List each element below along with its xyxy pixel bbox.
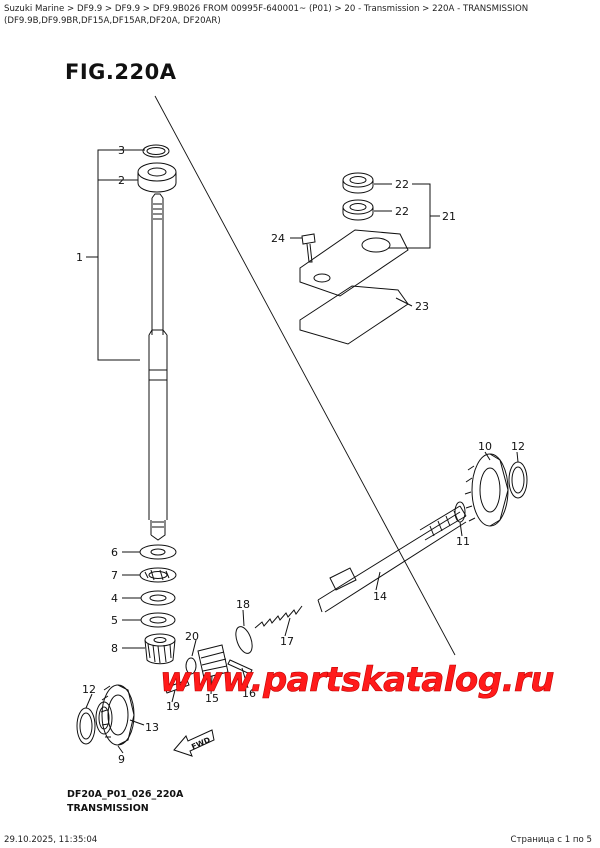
part-3-ring	[142, 144, 170, 158]
part-21-seal-housing	[299, 229, 409, 297]
callout-20: 20	[185, 630, 199, 643]
part-8-pinion-gear	[144, 633, 176, 665]
callout-1: 1	[76, 251, 83, 264]
callout-19: 19	[166, 700, 180, 713]
fwd-label: FWD	[190, 735, 212, 751]
callout-21: 21	[442, 210, 456, 223]
callout-22-lower: 22	[395, 205, 409, 218]
footer-page-indicator: Страница с 1 по 5	[510, 835, 592, 845]
callout-3: 3	[118, 144, 125, 157]
callout-6: 6	[111, 546, 118, 559]
part-19-pin	[164, 679, 190, 694]
callout-18: 18	[236, 598, 250, 611]
part-13-bearing	[95, 701, 113, 735]
part-1-drive-shaft	[148, 193, 168, 541]
footer-timestamp: 29.10.2025, 11:35:04	[4, 835, 98, 845]
separator-line	[154, 95, 456, 656]
callout-23: 23	[415, 300, 429, 313]
part-20-ring	[185, 657, 197, 675]
callout-8: 8	[111, 642, 118, 655]
callout-12-right: 12	[511, 440, 525, 453]
callout-17: 17	[280, 635, 294, 648]
callout-7: 7	[111, 569, 118, 582]
figure-title: FIG.220A	[65, 60, 177, 84]
part-16-pin	[227, 659, 253, 675]
part-23-gasket	[299, 285, 409, 345]
watermark: www.partskatalog.ru	[160, 660, 555, 701]
callout-12-left: 12	[82, 683, 96, 696]
fwd-arrow-icon: FWD	[173, 729, 215, 757]
diagram-caption: TRANSMISSION	[67, 803, 149, 814]
diagram-code: DF20A_P01_026_220A	[67, 789, 184, 800]
part-22-oil-seal-upper	[342, 172, 374, 194]
callout-10: 10	[478, 440, 492, 453]
part-14-propeller-shaft	[317, 505, 467, 613]
callout-2: 2	[118, 174, 125, 187]
callout-24: 24	[271, 232, 285, 245]
part-10-reverse-gear	[464, 453, 509, 527]
part-4-washer	[140, 590, 176, 606]
breadcrumb: Suzuki Marine > DF9.9 > DF9.9 > DF9.9B02…	[4, 4, 529, 26]
callout-5: 5	[111, 614, 118, 627]
callout-14: 14	[373, 590, 387, 603]
bracket-part-1	[97, 149, 140, 361]
part-24-bolt	[301, 233, 316, 263]
callout-4: 4	[111, 592, 118, 605]
part-6-washer	[139, 544, 177, 560]
callout-13: 13	[145, 721, 159, 734]
part-18-ring	[235, 626, 253, 654]
part-22-oil-seal-lower	[342, 199, 374, 221]
part-15-clutch	[197, 644, 229, 679]
part-2-bearing	[137, 162, 177, 193]
callout-16: 16	[242, 687, 256, 700]
callout-11: 11	[456, 535, 470, 548]
callout-9: 9	[118, 753, 125, 766]
part-17-spring	[254, 605, 303, 629]
callout-15: 15	[205, 692, 219, 705]
part-7-thrust-bearing	[139, 567, 177, 583]
part-5-washer	[140, 612, 176, 628]
part-12-shim-left	[76, 707, 96, 745]
part-9-forward-gear	[100, 684, 135, 746]
callout-22-upper: 22	[395, 178, 409, 191]
